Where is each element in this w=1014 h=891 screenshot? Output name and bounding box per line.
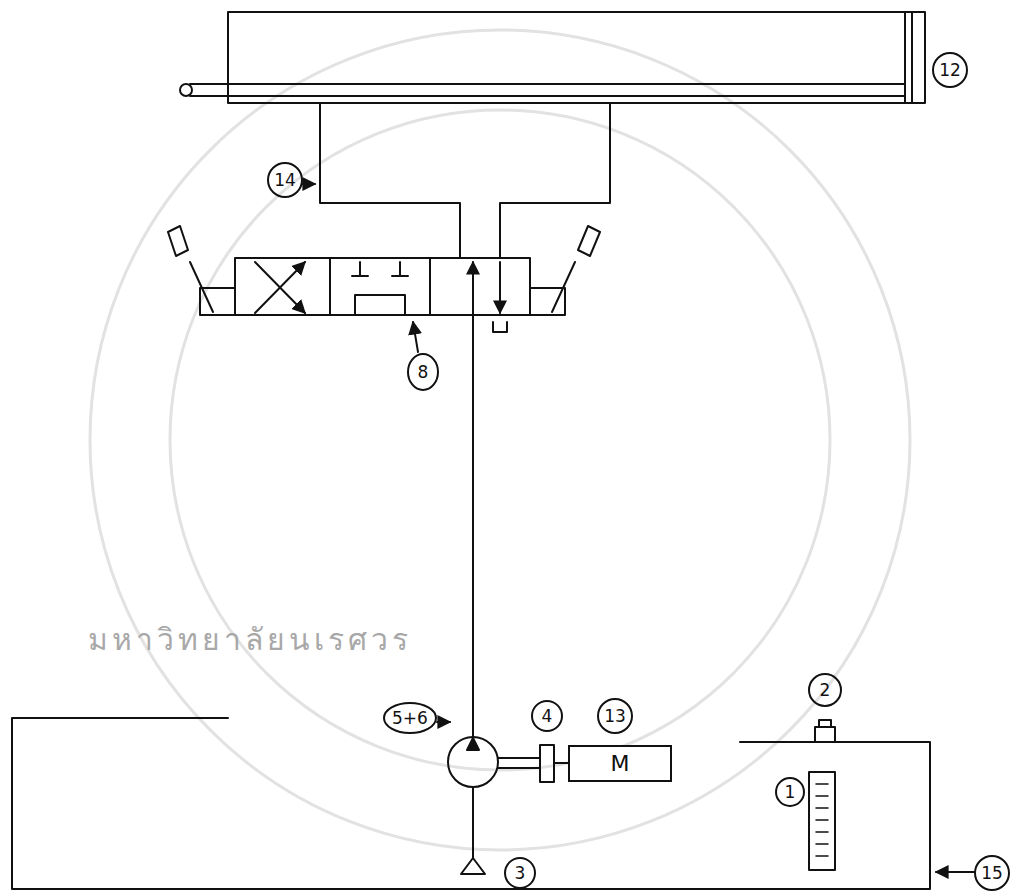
leader-arrow: [936, 871, 974, 873]
pump-symbol: [448, 737, 498, 787]
callout-number: 14: [274, 172, 296, 189]
watermark-text: มหาวิทยาลัยนเรศวร: [88, 625, 412, 655]
piston: [904, 12, 906, 103]
valve-envelope: [430, 258, 530, 315]
pipe-line: [320, 103, 460, 258]
valve-envelope: [330, 258, 430, 315]
callout-circle: [505, 858, 535, 888]
lever-handle: [578, 226, 600, 256]
tank-symbol: [493, 322, 507, 332]
pipe-line: [500, 103, 610, 258]
blocked-port: [352, 275, 368, 277]
motor-letter: M: [611, 753, 630, 775]
gauge-ticks: [816, 784, 828, 856]
callout-circle: [809, 674, 841, 706]
callout-number: 2: [820, 682, 831, 699]
lever-actuator: [530, 288, 565, 315]
shaft: [498, 757, 540, 759]
piston-rod: [190, 83, 905, 85]
suction-line: [472, 787, 474, 858]
shaft: [554, 762, 568, 764]
piston-rod: [190, 95, 905, 97]
pipe-line: [472, 315, 474, 737]
callout-circle: [776, 778, 804, 806]
lever-actuator: [200, 288, 235, 315]
callout-number: 12: [939, 62, 961, 79]
lever-handle: [168, 226, 188, 256]
callout-number: 3: [515, 865, 526, 882]
piston: [911, 12, 913, 103]
filler-cap: [815, 727, 835, 742]
level-gauge: [809, 772, 835, 870]
lever-actuator: [190, 262, 213, 312]
callout-number: 8: [418, 364, 429, 381]
callout-circle: [408, 354, 438, 390]
flow-arrow: [472, 262, 474, 315]
callout-circle: [532, 701, 562, 731]
flow-arrow: [499, 262, 501, 313]
motor-box: M: [568, 745, 672, 782]
pump-triangle: [467, 738, 479, 750]
flow-arrow: [255, 262, 305, 313]
blocked-port: [399, 262, 401, 276]
callout-circle: [975, 856, 1009, 890]
coupling: [540, 745, 554, 782]
filler-cap: [819, 720, 831, 727]
callout-number: 4: [542, 708, 553, 725]
shaft: [498, 767, 540, 769]
lever-actuator: [552, 262, 575, 312]
leader-arrow: [437, 721, 450, 723]
callout-number: 13: [604, 708, 626, 725]
callout-number: 1: [785, 784, 796, 801]
callout-number: 5+6: [392, 710, 428, 727]
leader-arrow: [302, 183, 315, 185]
cylinder-barrel: [228, 12, 925, 103]
callout-circle: [384, 703, 436, 733]
flow-arrow: [255, 262, 305, 313]
seal-watermark: [90, 30, 910, 850]
rod-eye: [180, 84, 192, 96]
callout-circle: [933, 53, 967, 87]
valve-envelope: [235, 258, 330, 315]
callout-circle: [598, 699, 632, 733]
leader-arrow: [413, 322, 418, 352]
blocked-port: [359, 262, 361, 276]
callout-number: 15: [981, 865, 1003, 882]
blocked-port: [392, 275, 408, 277]
strainer: [461, 858, 485, 874]
callout-circle: [268, 163, 302, 197]
valve-passage: [355, 295, 405, 315]
reservoir: [12, 718, 930, 889]
